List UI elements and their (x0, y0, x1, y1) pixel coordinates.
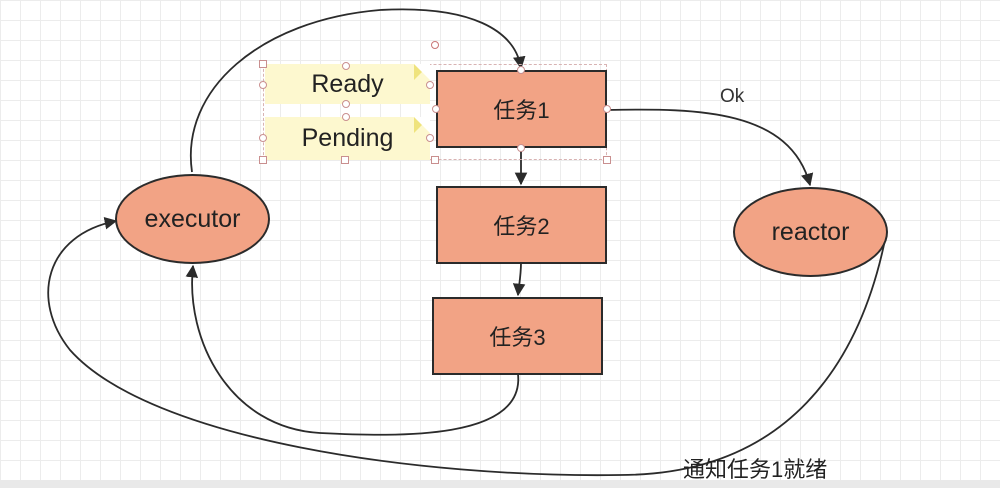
selection-handle[interactable] (259, 134, 267, 142)
edge-label-notify: 通知任务1就绪 (683, 457, 828, 482)
bottom-scrollbar-track (0, 480, 1000, 488)
connection-point[interactable] (432, 105, 440, 113)
note-ready[interactable]: Ready (265, 64, 430, 104)
selection-handle[interactable] (259, 60, 267, 68)
rotate-handle[interactable] (431, 41, 439, 49)
edge-reactor-to-executor[interactable] (47, 217, 886, 477)
edge-label-ok: Ok (720, 86, 745, 107)
executor-label: executor (144, 204, 241, 233)
edge-executor-to-task1[interactable] (189, 8, 526, 173)
reactor-node[interactable]: reactor (733, 187, 888, 277)
selection-handle[interactable] (341, 156, 349, 164)
connection-point[interactable] (603, 105, 611, 113)
connection-point[interactable] (517, 144, 525, 152)
edge-task3-to-executor[interactable] (185, 264, 519, 436)
task-3-box[interactable]: 任务3 (432, 297, 603, 375)
selection-handle[interactable] (342, 100, 350, 108)
edge-task2-to-task3[interactable] (512, 262, 526, 297)
selection-handle[interactable] (342, 113, 350, 121)
task-2-box[interactable]: 任务2 (436, 186, 607, 264)
note-pending-label: Pending (301, 124, 394, 152)
task-1-label: 任务1 (493, 98, 550, 123)
reactor-label: reactor (771, 217, 850, 246)
note-ready-label: Ready (311, 69, 384, 98)
selection-handle[interactable] (259, 156, 267, 164)
selection-handle[interactable] (342, 62, 350, 70)
note-pending[interactable]: Pending (265, 117, 430, 160)
selection-handle[interactable] (426, 134, 434, 142)
selection-handle[interactable] (426, 81, 434, 89)
edge-task1-to-reactor[interactable] (606, 108, 814, 187)
task-1-box[interactable]: 任务1 (436, 70, 607, 148)
selection-handle[interactable] (603, 156, 611, 164)
selection-handle[interactable] (259, 81, 267, 89)
executor-node[interactable]: executor (115, 174, 270, 264)
note-fold-icon (414, 64, 430, 80)
task-2-label: 任务2 (493, 214, 550, 239)
task-3-label: 任务3 (489, 325, 546, 350)
connection-point[interactable] (517, 66, 525, 74)
note-fold-icon (414, 117, 430, 133)
selection-handle[interactable] (431, 156, 439, 164)
